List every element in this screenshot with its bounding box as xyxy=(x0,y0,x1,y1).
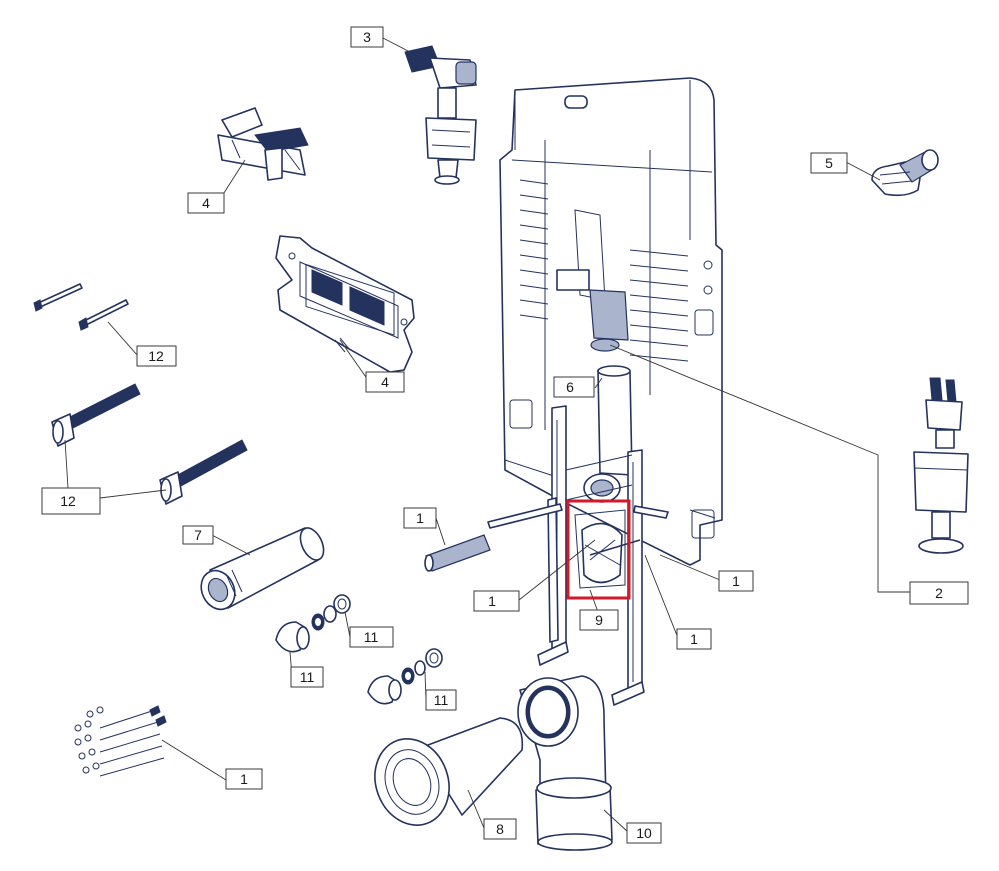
callout-text: 4 xyxy=(202,195,210,211)
pipe-elbow xyxy=(517,675,613,851)
callout-4-plate: 4 xyxy=(365,371,405,393)
callout-text: 1 xyxy=(488,593,496,609)
actuator-bracket xyxy=(217,107,309,181)
callout-2: 2 xyxy=(909,581,969,605)
pipe-connector-part xyxy=(574,509,626,589)
callout-text: 7 xyxy=(194,527,202,543)
callout-4-bracket: 4 xyxy=(187,192,225,214)
cap-set-lower xyxy=(367,648,443,705)
screw-set xyxy=(74,705,167,777)
callout-text: 1 xyxy=(732,573,740,589)
callout-1-rod: 1 xyxy=(403,507,437,529)
callout-5: 5 xyxy=(810,152,848,174)
flush-pipe xyxy=(583,365,633,503)
callout-3: 3 xyxy=(350,26,384,48)
callout-text: 11 xyxy=(364,629,379,645)
callout-10: 10 xyxy=(626,822,662,844)
long-bolts xyxy=(51,383,248,505)
callout-7: 7 xyxy=(182,525,214,545)
callout-text: 1 xyxy=(416,510,424,526)
callout-text: 4 xyxy=(381,374,389,390)
cap-set-upper xyxy=(275,594,351,653)
frame-grille-left xyxy=(519,179,549,320)
callout-1-right: 1 xyxy=(718,570,754,592)
pins-pair xyxy=(33,283,129,331)
callout-text: 11 xyxy=(300,669,315,685)
callout-11-left: 11 xyxy=(290,666,324,688)
callout-text: 12 xyxy=(60,493,76,509)
threaded-rod-front xyxy=(424,503,669,572)
callout-6: 6 xyxy=(553,376,595,398)
callout-1-screws: 1 xyxy=(225,768,263,790)
callout-text: 1 xyxy=(690,631,698,647)
callout-text: 12 xyxy=(148,348,164,364)
callout-12-bolts: 12 xyxy=(41,487,101,515)
frame-grille-right xyxy=(629,249,689,362)
fill-valve xyxy=(404,45,477,185)
callout-11-upper: 11 xyxy=(349,626,394,648)
callout-9: 9 xyxy=(579,609,619,631)
mounting-legs xyxy=(537,405,645,706)
callout-text: 11 xyxy=(434,692,449,708)
callout-11-lower: 11 xyxy=(425,689,457,711)
highlight-box xyxy=(566,499,631,600)
callout-text: 10 xyxy=(636,825,652,841)
callout-text: 8 xyxy=(496,821,504,837)
callout-1-leg: 1 xyxy=(676,628,712,650)
mounting-plate xyxy=(275,235,415,373)
leader-lines xyxy=(64,37,910,833)
callout-text: 9 xyxy=(595,612,603,628)
wc-connector-pipe xyxy=(374,717,524,826)
drain-pipe xyxy=(200,527,325,611)
callout-12-pins: 12 xyxy=(136,345,177,367)
callout-1-center: 1 xyxy=(473,590,520,612)
callout-8: 8 xyxy=(483,818,517,840)
callout-text: 6 xyxy=(566,379,574,395)
callout-text: 2 xyxy=(935,585,943,601)
callout-text: 3 xyxy=(363,29,371,45)
shutoff-valve xyxy=(871,149,939,197)
callout-text: 5 xyxy=(825,155,833,171)
flush-valve xyxy=(913,377,969,554)
callout-text: 1 xyxy=(240,771,248,787)
